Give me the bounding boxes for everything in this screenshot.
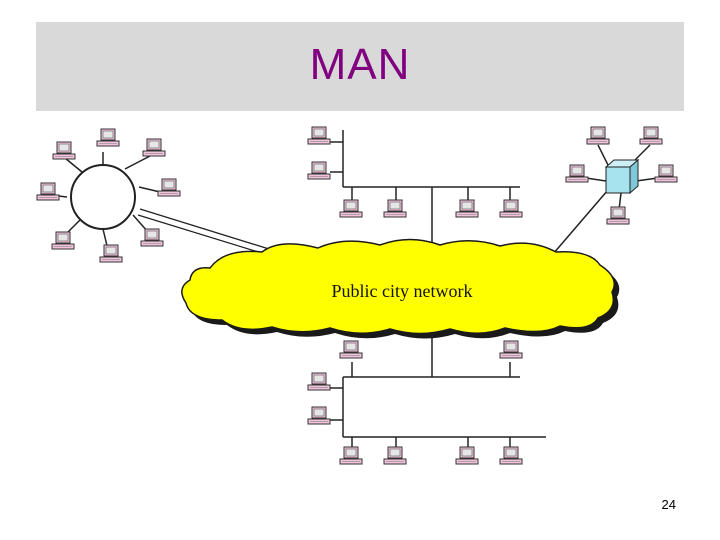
computer-icon bbox=[142, 138, 166, 157]
computer-icon bbox=[565, 164, 589, 183]
slide-title: MAN bbox=[309, 40, 411, 89]
computer-icon bbox=[36, 182, 60, 201]
ring bbox=[70, 164, 136, 230]
computer-icon bbox=[339, 199, 363, 218]
cloud-label: Public city network bbox=[332, 281, 473, 301]
star-network-hub bbox=[552, 126, 678, 255]
computer-icon bbox=[140, 228, 164, 247]
ring-network bbox=[36, 128, 299, 264]
computer-icon bbox=[51, 231, 75, 250]
computer-icon bbox=[455, 446, 479, 465]
computer-icon bbox=[586, 126, 610, 145]
computer-icon bbox=[339, 446, 363, 465]
computer-icon bbox=[499, 340, 523, 359]
computer-icon bbox=[307, 372, 331, 391]
computer-icon bbox=[96, 128, 120, 147]
bus-network-bottom bbox=[307, 332, 546, 465]
computer-icon bbox=[606, 206, 630, 225]
computer-icon bbox=[654, 164, 678, 183]
computer-icon bbox=[499, 199, 523, 218]
computer-icon bbox=[383, 446, 407, 465]
public-city-network-cloud: Public city network bbox=[181, 238, 620, 339]
computer-icon bbox=[307, 161, 331, 180]
computer-icon bbox=[339, 340, 363, 359]
computer-icon bbox=[307, 406, 331, 425]
page-number: 24 bbox=[661, 497, 676, 512]
computer-icon bbox=[499, 446, 523, 465]
bus-network-top bbox=[307, 126, 523, 244]
computer-icon bbox=[383, 199, 407, 218]
title-band: MAN bbox=[36, 22, 684, 111]
computer-icon bbox=[157, 178, 181, 197]
computer-icon bbox=[639, 126, 663, 145]
computer-icon bbox=[99, 244, 123, 263]
computer-icon bbox=[307, 126, 331, 145]
computer-icon bbox=[455, 199, 479, 218]
hub-icon bbox=[604, 158, 640, 195]
computer-icon bbox=[52, 141, 76, 160]
